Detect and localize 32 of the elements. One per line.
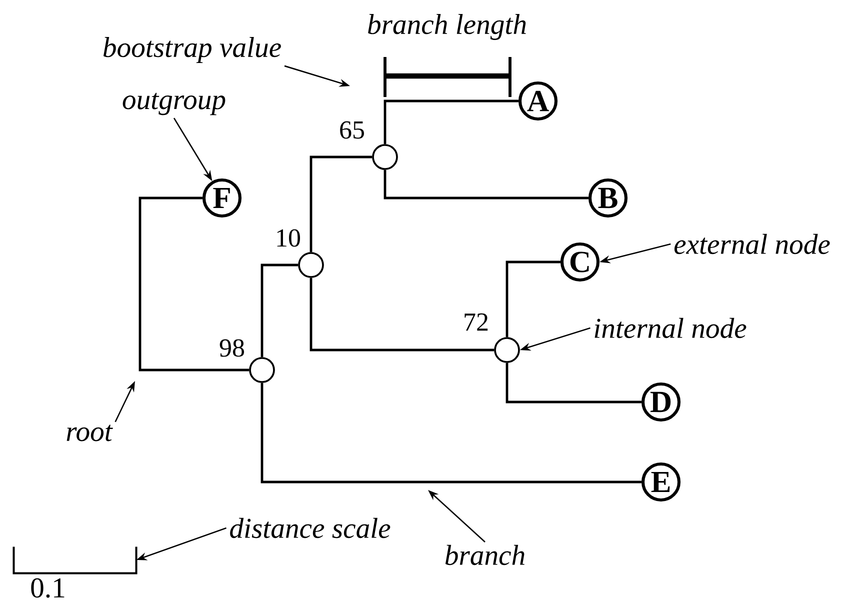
tree-branch	[310, 156, 372, 252]
internal-node	[494, 337, 520, 363]
annotation-label: external node	[674, 234, 830, 254]
tree-branch	[384, 100, 518, 144]
leaf-node: A	[518, 81, 558, 121]
bootstrap-value: 72	[464, 313, 488, 331]
tree-branch	[260, 382, 642, 484]
branch-length-label: branch length	[368, 14, 526, 40]
internal-node	[249, 357, 275, 383]
internal-node	[298, 252, 324, 278]
annotation-label: branch	[445, 544, 524, 566]
bootstrap-value: 10	[277, 229, 300, 247]
annotation-label: distance scale	[230, 518, 390, 538]
leaf-node: E	[641, 462, 681, 502]
leaf-node: F	[202, 178, 242, 218]
tree-branch	[506, 260, 560, 338]
tree-branch	[260, 264, 298, 358]
annotation-label: bootstrap value	[104, 37, 281, 63]
leaf-node: C	[560, 242, 600, 282]
tree-branch	[310, 278, 494, 352]
leaf-node: B	[588, 178, 628, 218]
scale-bar	[12, 546, 138, 574]
tree-branch	[384, 170, 588, 200]
tree-branch	[138, 196, 250, 372]
annotation-label: root	[66, 424, 113, 442]
annotation-label: outgroup	[122, 92, 226, 116]
bootstrap-value: 98	[220, 339, 244, 357]
annotation-label: internal node	[594, 318, 746, 338]
tree-branch	[506, 362, 642, 404]
leaf-node: D	[641, 382, 681, 422]
bootstrap-value: 65	[340, 121, 364, 139]
internal-node	[372, 144, 398, 170]
